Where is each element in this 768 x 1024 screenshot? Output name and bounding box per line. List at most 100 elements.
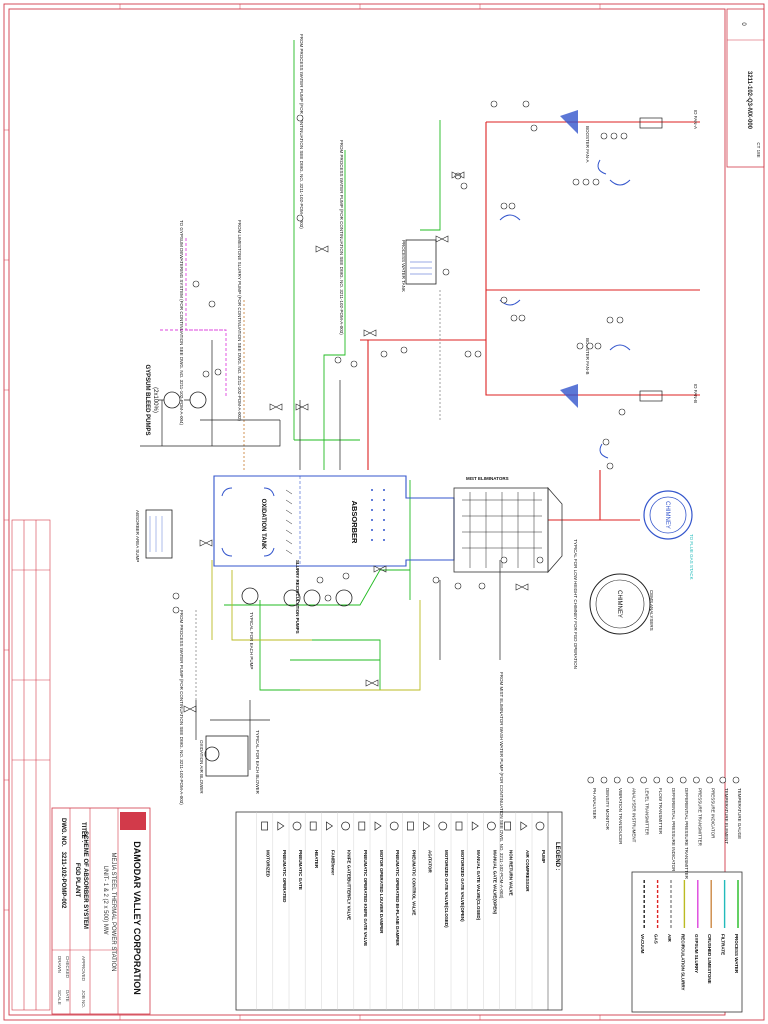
booster-fan-auxiliaries [499,159,631,459]
fan-icon [326,821,334,831]
instrument-bubbles [172,100,628,614]
oxidation-tank-label: OXIDATION TANK [260,499,266,550]
legend-label: FAN/Blower [330,850,335,876]
instrument-legend-row: PRESSURE INDICATOR [706,776,716,839]
svg-text:PROCESS WATER TANK: PROCESS WATER TANK [401,240,406,292]
legend-label: KNIFE GATE/BUTTERFLY VALVE [347,850,352,920]
absorber-vessel: ABSORBER OXIDATION TANK [213,475,455,567]
note-from-mist: FROM MIST ELIMINATOR WASH WATER PUMP (FO… [499,672,504,899]
slurry-recirc-pumps [241,587,353,607]
recirc-slurry-lines [211,560,421,691]
note-from-limestone: FROM LIMESTONE SLURRY PUMP (FOR CONTINUA… [237,220,242,422]
instrument-legend-label: PH ANALYSER [592,788,597,820]
title-block: DAMODAR VALLEY CORPORATION MEJIA STEEL T… [51,807,151,1015]
legend-row-pump: PUMP [531,812,546,1010]
legend-label: MOTORIZED [266,850,271,878]
line-legend-label: AIR [667,934,672,943]
cems-label: CEMS ANALYSERS [649,590,654,631]
sheet-drawing-number: 3211-102-Q3-MX-000 [746,71,752,130]
svg-text:DRAWN: DRAWN [57,956,62,973]
line-legend-label: CRUSHED LIMESTONE [707,934,712,984]
legend-label: MANUAL GATE VALVE(CLOSED) [476,850,481,921]
chimney2-label: CHIMNEY [616,590,622,618]
legend-row-motor: MOTORIZED [256,812,271,1010]
oxidation-air-blower [204,735,249,777]
legend-label: PUMP [541,850,546,863]
svg-text:APPROVED: APPROVED [81,956,86,982]
legend-label: MOTOR OPERATED LOUVER DAMPER [379,850,384,934]
line-legend-label: GYPSUM SLURRY [694,934,699,973]
legend-label: PNEUMATIC GATE [298,850,303,890]
company-logo [120,812,146,830]
line-legend-label: PROCESS WATER [734,934,739,974]
pop-icon [277,821,285,831]
valve-symbols [183,171,529,713]
line-legend-label: GAS [654,934,659,944]
instrument-legend-row: FLOW TRANSMITTER [653,776,663,835]
instrument-legend-label: DENSITY MONITOR [605,788,610,831]
motor-icon [261,821,268,831]
line-legend-row: GYPSUM SLURRY [694,880,699,973]
instrument-legend-row: TEMPERATURE ELEMENT [719,776,729,844]
legend-row-guillotine: PNEUMATIC OPERATED KNIFE GATE VALVE [353,812,368,1010]
legend-row-gate: MANUAL GATE VALVE(OPEN) [483,812,497,1010]
instrument-legend-label: DIFFERENTIAL PRESSURE INDICATOR [671,788,676,872]
svg-text:DATE: DATE [65,990,70,1002]
sheet-ref: CT 18E [756,142,761,157]
legend-row-control: PNEUMATIC CONTROL VALVE [402,812,416,1010]
note-from-process-water-3: FROM PROCESS WATER PUMP (FOR CONTINUATIO… [179,610,184,805]
instrument-legend-label: PRESSURE TRANSMITTER [697,788,702,847]
chimney-existing: CHIMNEY [589,573,651,635]
line-legend-row: FILTRATE [721,880,726,955]
line-legend-row: GAS [654,880,659,944]
mist-eliminators-label: MIST ELIMINATORS [466,476,509,481]
note-typical-each-pump: TYPICAL FOR EACH PUMP [249,612,254,669]
legend-row-pgate: PNEUMATIC GATE [288,812,303,1010]
gate-icon [487,821,496,831]
instrument-legend-row: PH ANALYSER [587,776,597,820]
gypsum-bleed-qty: (2x100%) [152,387,158,413]
gypsum-bleed-label: GYPSUM BLEED PUMPS [144,364,150,435]
air-lines [195,290,441,700]
id-fan-a: ID FAN-A [639,110,698,129]
black-piping [140,340,501,770]
revision-table [11,519,51,1011]
instrument-legend-label: TEMPERATURE GAUGE [737,788,742,839]
legend-label: PNEUMATIC OPERATED BI-PLANE DAMPER [395,850,400,946]
absorber-label: ABSORBER [350,501,359,545]
svg-text:BOOSTER FAN-A: BOOSTER FAN-A [585,126,590,163]
title-block-rows: DRAWN CHECKED APPROVED SCALE DATE JOB NO… [57,956,86,1008]
damper-icon [389,821,399,831]
line-legend-row: AIR [667,880,672,943]
legend-row-mov: MOTORIZED GATE VALVE(OPEN) [450,812,465,1010]
instrument-legend-row: TEMPERATURE GAUGE [732,776,742,839]
legend-label: AIR COMPRESSOR [525,850,530,892]
sheet-border [3,3,765,1021]
legend-row-damper: PNEUMATIC OPERATED BI-PLANE DAMPER [386,812,400,1010]
svg-text:JOB NO.: JOB NO. [81,990,86,1008]
instrument-legend-label: LEVEL TRANSMITTER [645,788,650,836]
legend-label: HEATER [314,850,319,869]
dwg-number: 3211-102-POMP-002 [60,852,66,909]
low-height-chimney-note: TYPICAL FOR LOW HEIGHT CHIMNEY FOR FGD O… [573,539,578,669]
legend-label: MOTORIZED GATE VALVE(CLOSED) [444,850,449,928]
booster-fan-b: BOOSTER FAN-B [560,338,590,408]
legend-row-pop: PNEUMATIC OPERATED [272,812,287,1010]
louver-icon [374,821,382,831]
instrument-legend-row: ANALYSER INSTRUMENT [627,776,636,843]
legend-row-compressor: AIR COMPRESSOR [515,812,530,1010]
oxidation-blower-label: OXIDATION AIR BLOWER [199,740,204,794]
station-name: MEJIA STEEL THERMAL POWER STATION [110,853,116,972]
instrument-legend-row: DIFFERENTIAL PRESSURE INDICATOR [666,776,676,872]
line-legend-row: CRUSHED LIMESTONE [707,880,712,984]
instrument-legend-label: PRESSURE INDICATOR [711,788,716,839]
dwg-label: DWG. NO. [60,818,66,847]
instrument-legend-row: DIFFERENTIAL PRESSURE TRANSMITTER [679,776,689,880]
legend-label: NON RETURN VALVE [509,850,514,896]
gypsum-bleed-pumps [158,391,207,409]
sheet-rev: 0 [740,22,746,26]
guillotine-icon [358,821,366,831]
line-legend-label: VACUUM [640,934,645,954]
